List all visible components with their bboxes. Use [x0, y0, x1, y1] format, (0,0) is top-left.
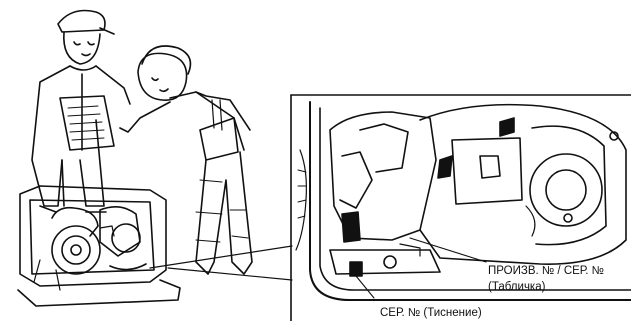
callout-line [168, 268, 292, 280]
generator-overview [18, 186, 180, 306]
worker-with-cap [32, 11, 130, 213]
frame-serial-sublabel: (Табличка) [488, 281, 546, 293]
engine-serial-label: СЕР. № (Тиснение) [380, 307, 482, 319]
leader-engine-serial [356, 276, 374, 298]
frame-serial-label: ПРОИЗВ. № / СЕР. № [488, 265, 604, 277]
callout-line [150, 246, 292, 268]
detail-inset [291, 95, 631, 321]
